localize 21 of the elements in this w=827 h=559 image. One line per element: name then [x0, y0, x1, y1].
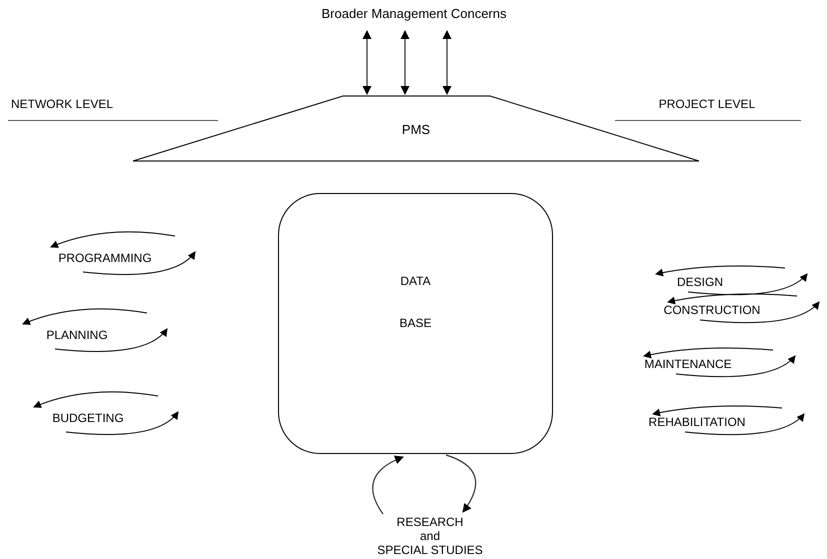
- arrow: [362, 30, 372, 95]
- activity-label: DESIGN: [677, 275, 723, 289]
- activity-label: BUDGETING: [52, 411, 124, 425]
- activity-label: CONSTRUCTION: [664, 303, 760, 317]
- arrow: [372, 456, 404, 514]
- database-box: [278, 193, 553, 454]
- activity-label: REHABILITATION: [648, 415, 746, 429]
- arrow: [442, 30, 452, 95]
- section-heading: PROJECT LEVEL: [658, 97, 756, 111]
- activity-label: PLANNING: [46, 328, 108, 342]
- activity-label: PROGRAMMING: [58, 251, 152, 265]
- node-label: SPECIAL STUDIES: [377, 543, 483, 557]
- node-label: Broader Management Concerns: [322, 6, 506, 22]
- node-label: PMS: [402, 120, 430, 139]
- section-heading: NETWORK LEVEL: [10, 97, 114, 111]
- arrow: [400, 30, 410, 95]
- activity-label: MAINTENANCE: [644, 357, 732, 371]
- arrow: [446, 454, 476, 513]
- node-label: RESEARCH: [396, 515, 464, 529]
- node-label: DATA BASE: [398, 273, 432, 332]
- node-label: and: [420, 529, 440, 543]
